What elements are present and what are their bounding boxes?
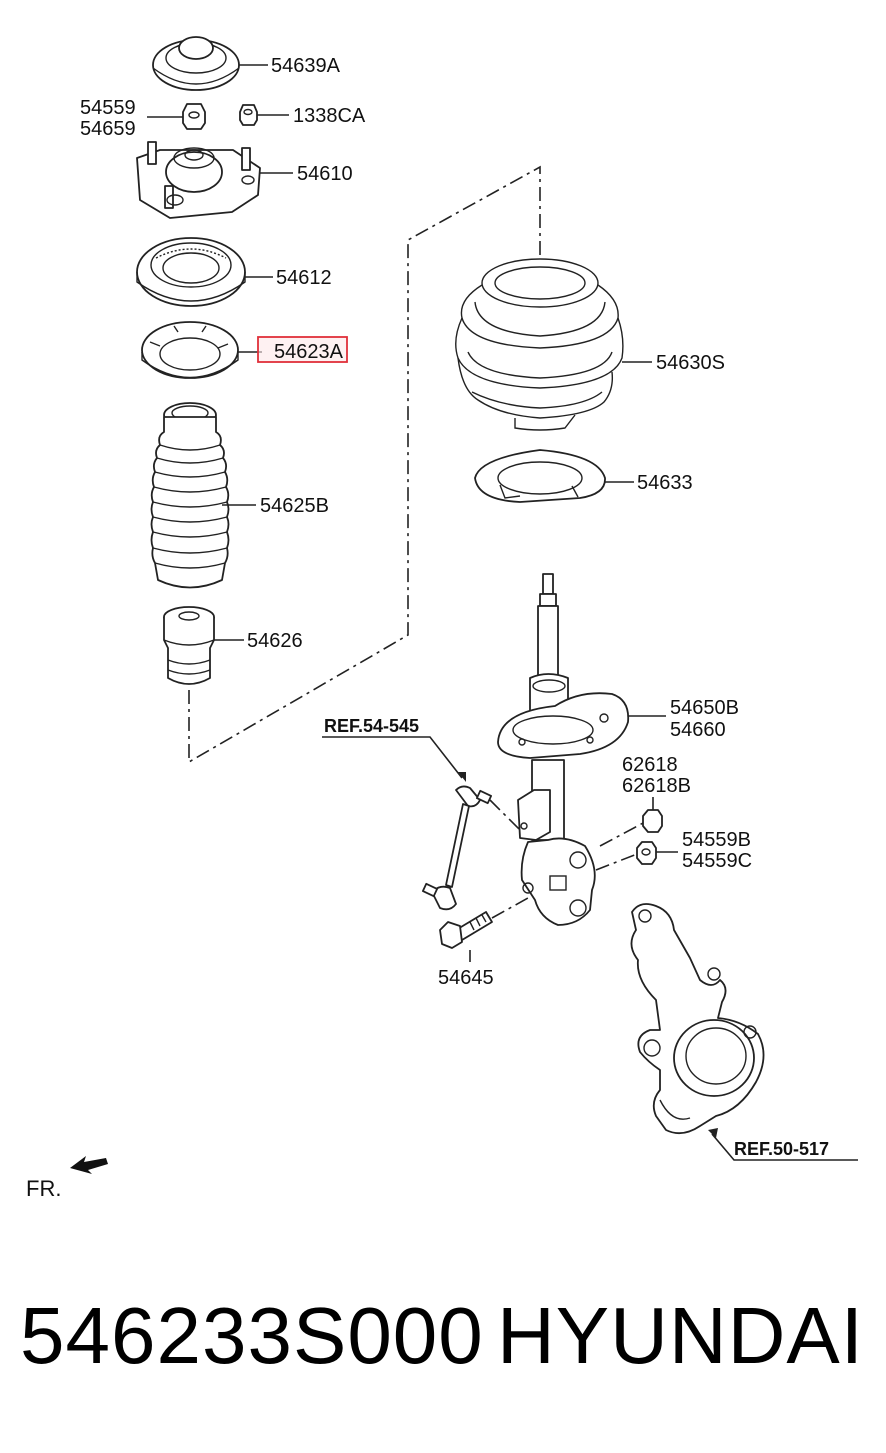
label-54630S: 54630S — [656, 352, 725, 374]
label-54559B: 54559B — [682, 829, 751, 851]
part-bump-stop — [163, 606, 215, 685]
part-lower-spring-pad — [474, 449, 606, 503]
label-54610: 54610 — [297, 163, 353, 185]
highlight-box — [257, 336, 348, 363]
label-62618: 62618 — [622, 754, 678, 776]
part-flange-nut — [239, 104, 258, 126]
front-direction-indicator: FR. — [26, 1156, 108, 1201]
label-54659: 54659 — [80, 118, 136, 140]
nut-dashed-line-upper — [599, 821, 646, 847]
part-strut-mount — [136, 141, 261, 219]
label-54559C: 54559C — [682, 850, 752, 872]
strut-assembly-diagram: 54639A 54559 54659 1338CA 54610 54612 54… — [26, 36, 858, 1201]
part-dust-cap — [152, 36, 240, 91]
leader-lines — [147, 64, 858, 1161]
label-54650B: 54650B — [670, 697, 739, 719]
nut-dashed-line-lower — [595, 853, 638, 871]
label-54623A: 54623A — [274, 341, 344, 363]
brand-name: HYUNDAI — [496, 1291, 864, 1380]
part-number: 546233S000 — [20, 1291, 484, 1380]
part-spring-pad — [141, 321, 239, 379]
part-strut-nut — [182, 103, 206, 130]
part-stabilizer-link — [421, 785, 493, 911]
footer-caption: 546233S000 HYUNDAI — [0, 1290, 886, 1410]
part-nut-62618 — [642, 809, 663, 833]
bolt-dashed-line — [491, 897, 529, 919]
label-54660: 54660 — [670, 719, 726, 741]
label-1338CA: 1338CA — [293, 105, 366, 127]
link-dashed-line — [489, 799, 521, 831]
label-54645: 54645 — [438, 967, 494, 989]
label-54626: 54626 — [247, 630, 303, 652]
label-54559: 54559 — [80, 97, 136, 119]
part-strut-assembly — [497, 573, 630, 926]
label-54625B: 54625B — [260, 495, 329, 517]
label-54612: 54612 — [276, 267, 332, 289]
part-dust-boot — [150, 402, 230, 589]
label-54639A: 54639A — [271, 55, 341, 77]
label-54633: 54633 — [637, 472, 693, 494]
part-steering-knuckle — [630, 903, 765, 1135]
assembly-dashed-line — [188, 165, 541, 764]
label-62618B: 62618B — [622, 775, 691, 797]
part-coil-spring — [455, 258, 624, 431]
fr-label: FR. — [26, 1176, 61, 1201]
front-arrow-icon — [70, 1156, 108, 1174]
part-bolt — [439, 911, 493, 949]
ref-54-545: REF.54-545 — [324, 716, 419, 736]
part-nut-54559B — [636, 841, 657, 865]
ref-50-517: REF.50-517 — [734, 1139, 829, 1159]
part-strut-bearing — [136, 237, 246, 307]
